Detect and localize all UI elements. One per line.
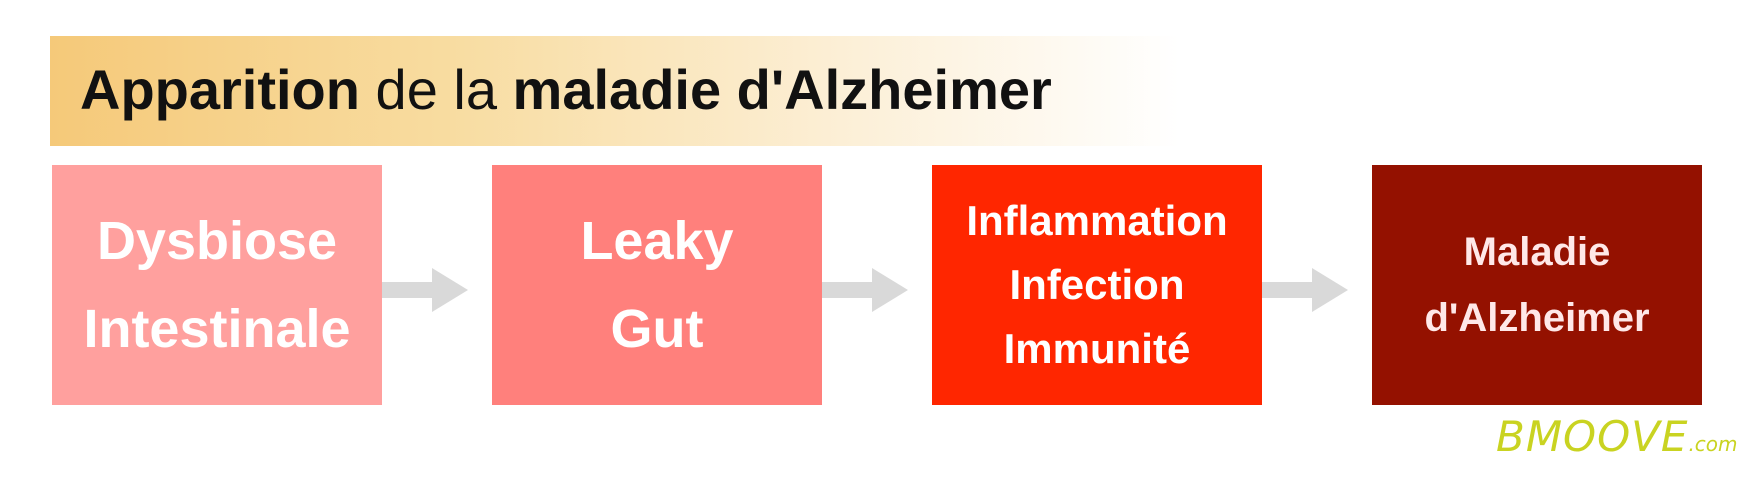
arrow-right-icon: [1262, 268, 1348, 312]
step-4-line-1: Maladie: [1463, 230, 1611, 274]
step-3-line-1: Inflammation: [966, 197, 1228, 244]
step-box-inflammation: Inflammation Infection Immunité: [932, 165, 1262, 405]
step-box-leaky-gut: Leaky Gut: [492, 165, 822, 405]
step-box-alzheimer: Maladie d'Alzheimer: [1372, 165, 1702, 405]
arrow-right-icon: [382, 268, 468, 312]
step-3-line-3: Immunité: [1003, 325, 1191, 372]
arrow-right-icon: [822, 268, 908, 312]
title-part-apparition: Apparition: [80, 58, 360, 121]
step-box-dysbiose: Dysbiose Intestinale: [52, 165, 382, 405]
title-part-de-la: de la: [359, 58, 513, 121]
brand-tld: .com: [1688, 432, 1738, 456]
diagram-title: Apparition de la maladie d'Alzheimer: [80, 52, 1052, 128]
step-2-line-1: Leaky: [580, 211, 734, 271]
brand-logo: BMOOVE.com: [1496, 412, 1738, 461]
step-1-line-1: Dysbiose: [96, 211, 338, 271]
step-4-line-2: d'Alzheimer: [1424, 296, 1650, 340]
step-3-line-2: Infection: [1009, 261, 1185, 308]
step-1-line-2: Intestinale: [83, 299, 351, 359]
title-part-disease: maladie d'Alzheimer: [512, 58, 1052, 121]
brand-name: BMOOVE: [1496, 412, 1689, 461]
step-2-line-2: Gut: [610, 299, 704, 359]
title-banner: [50, 36, 1180, 146]
